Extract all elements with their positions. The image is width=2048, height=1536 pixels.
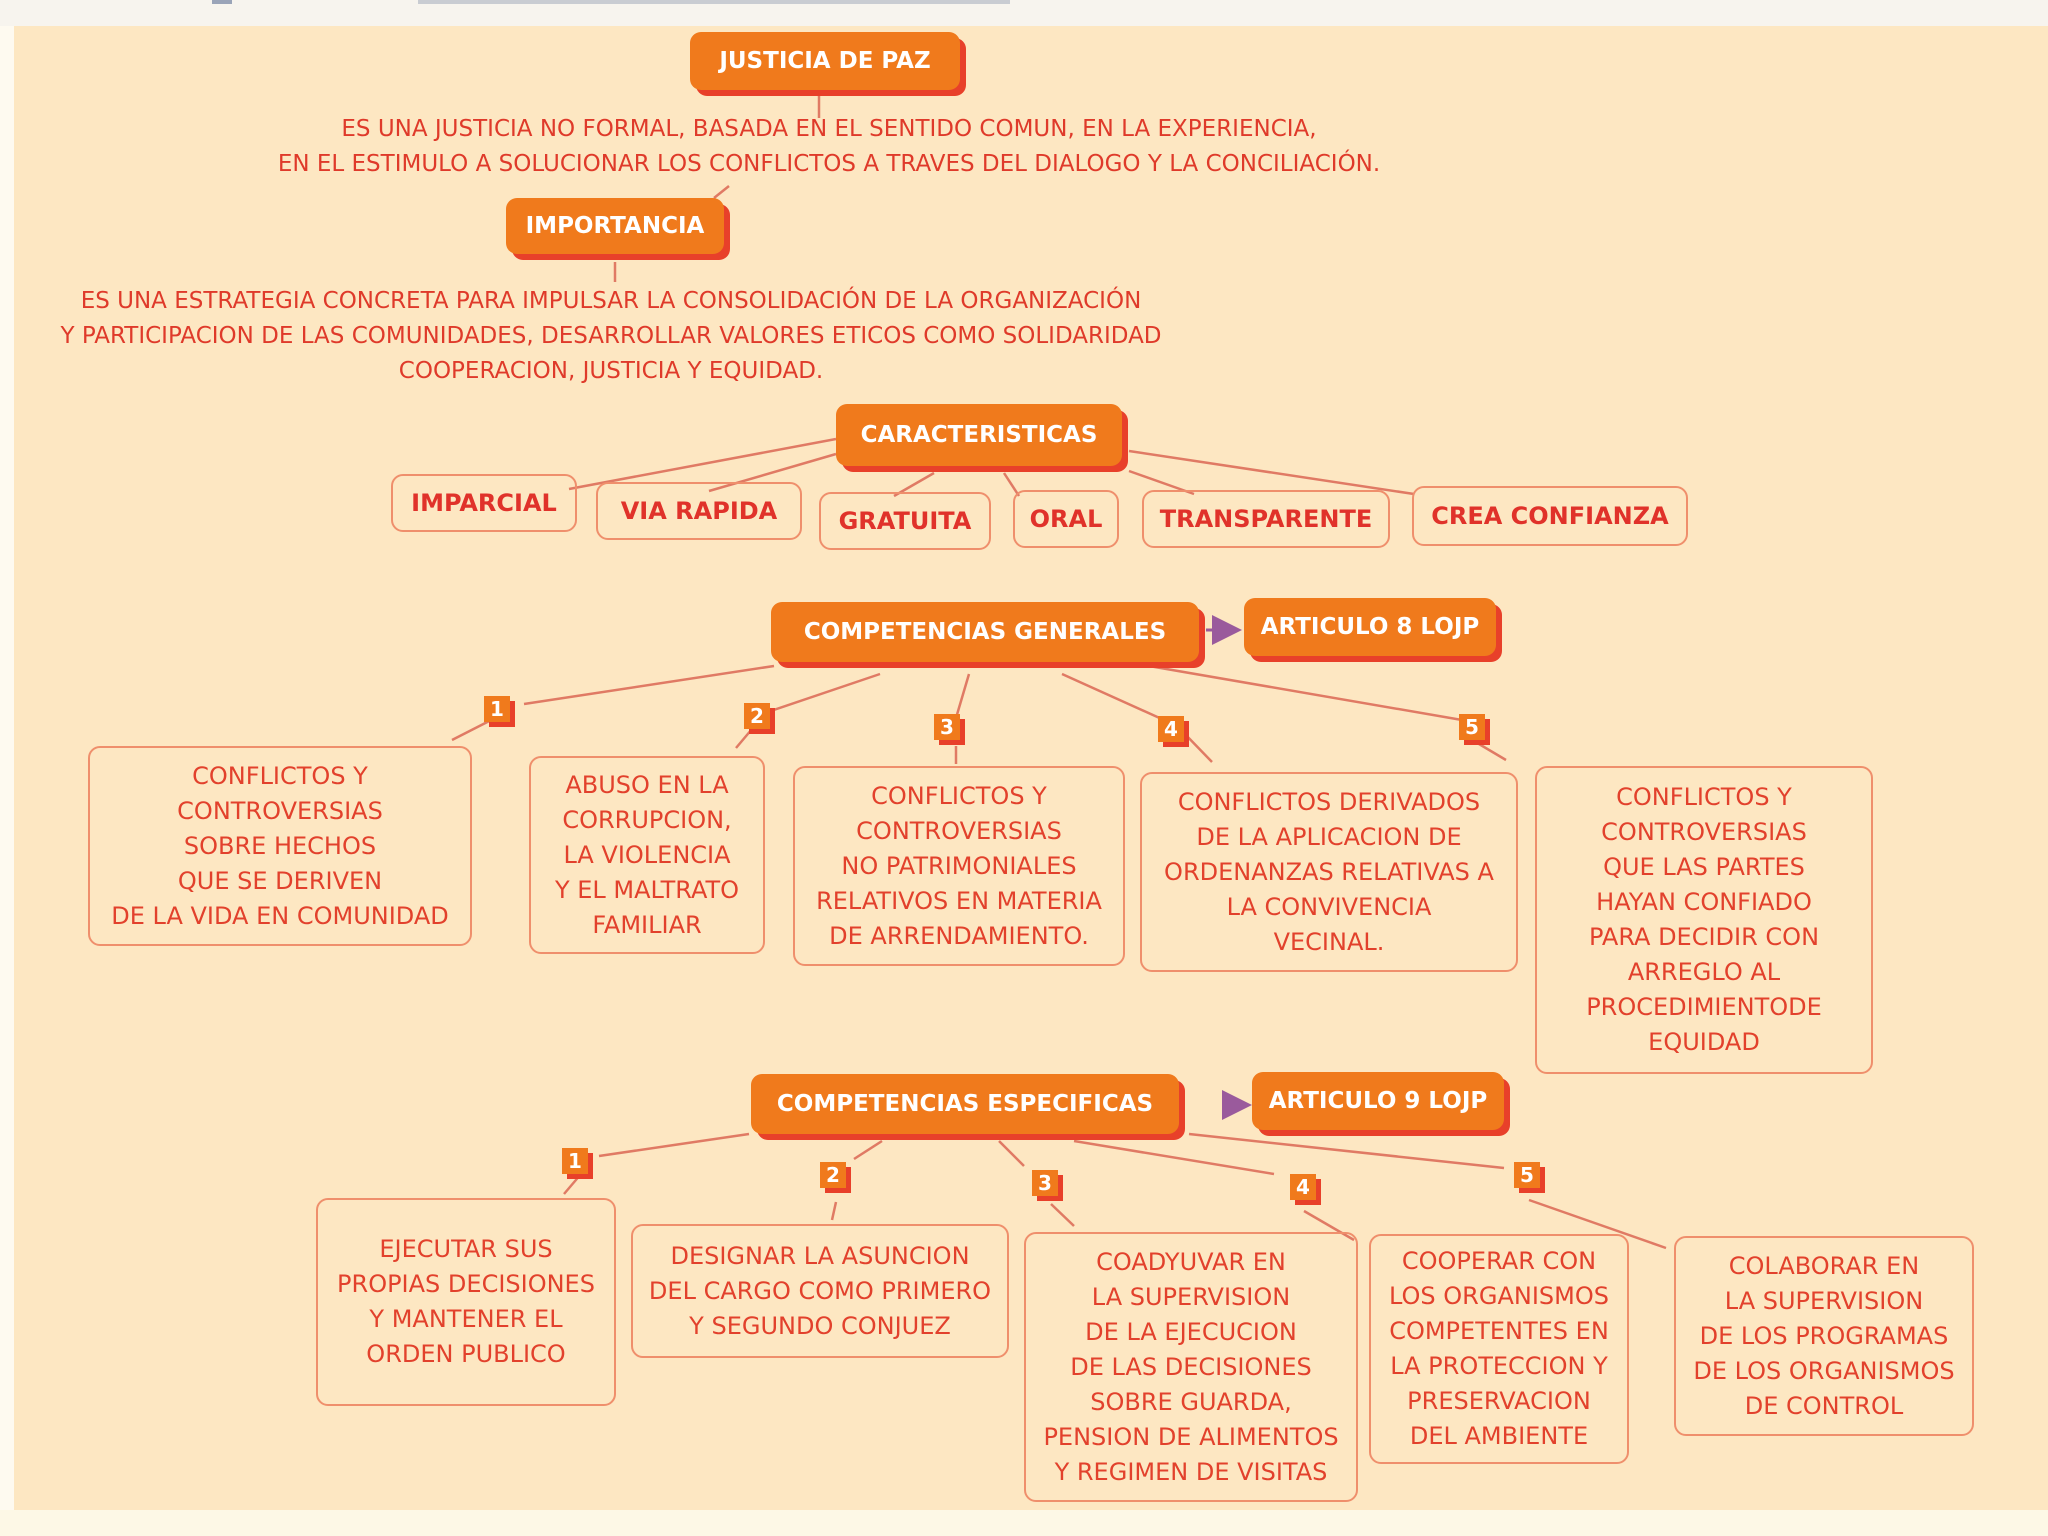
number-badge-1: 1 xyxy=(484,696,510,722)
general-competence-4: CONFLICTOS DERIVADOS DE LA APLICACION DE… xyxy=(1140,772,1518,972)
number-badge-3: 3 xyxy=(1032,1170,1058,1196)
importancia-description: ES UNA ESTRATEGIA CONCRETA PARA IMPULSAR… xyxy=(60,288,1162,384)
chip-imparcial[interactable]: IMPARCIAL xyxy=(391,474,577,532)
toolbar-icon xyxy=(212,0,232,4)
specific-competence-3: COADYUVAR EN LA SUPERVISION DE LA EJECUC… xyxy=(1024,1232,1358,1502)
node-justicia-de-paz[interactable]: JUSTICIA DE PAZ xyxy=(690,32,960,90)
specific-competence-2: DESIGNAR LA ASUNCION DEL CARGO COMO PRIM… xyxy=(631,1224,1009,1358)
chip-crea-confianza[interactable]: CREA CONFIANZA xyxy=(1412,486,1688,546)
node-competencias-especificas[interactable]: COMPETENCIAS ESPECIFICAS xyxy=(751,1074,1179,1134)
node-importancia[interactable]: IMPORTANCIA xyxy=(506,198,724,254)
node-articulo-8-lojp[interactable]: ARTICULO 8 LOJP xyxy=(1244,598,1496,656)
general-competence-2: ABUSO EN LA CORRUPCION, LA VIOLENCIA Y E… xyxy=(529,756,765,954)
number-badge-4: 4 xyxy=(1290,1174,1316,1200)
general-competence-3: CONFLICTOS Y CONTROVERSIAS NO PATRIMONIA… xyxy=(793,766,1125,966)
number-badge-2: 2 xyxy=(744,703,770,729)
chip-oral[interactable]: ORAL xyxy=(1013,490,1119,548)
node-caracteristicas[interactable]: CARACTERISTICAS xyxy=(836,404,1122,466)
specific-competence-5: COLABORAR EN LA SUPERVISION DE LOS PROGR… xyxy=(1674,1236,1974,1436)
specific-competence-1: EJECUTAR SUS PROPIAS DECISIONES Y MANTEN… xyxy=(316,1198,616,1406)
node-articulo-9-lojp[interactable]: ARTICULO 9 LOJP xyxy=(1252,1072,1504,1130)
number-badge-1: 1 xyxy=(562,1148,588,1174)
node-competencias-generales[interactable]: COMPETENCIAS GENERALES xyxy=(771,602,1199,662)
connector-lines xyxy=(451,90,1667,1250)
general-competence-5: CONFLICTOS Y CONTROVERSIAS QUE LAS PARTE… xyxy=(1535,766,1873,1074)
chip-transparente[interactable]: TRANSPARENTE xyxy=(1142,490,1390,548)
chip-gratuita[interactable]: GRATUITA xyxy=(819,492,991,550)
number-badge-5: 5 xyxy=(1514,1162,1540,1188)
specific-competence-4: COOPERAR CON LOS ORGANISMOS COMPETENTES … xyxy=(1369,1234,1629,1464)
browser-top-strip xyxy=(0,0,2048,26)
chip-via-rapida[interactable]: VIA RAPIDA xyxy=(596,482,802,540)
number-badge-5: 5 xyxy=(1459,714,1485,740)
number-badge-2: 2 xyxy=(820,1162,846,1188)
justicia-de-paz-description: ES UNA JUSTICIA NO FORMAL, BASADA EN EL … xyxy=(277,116,1381,177)
concept-map-canvas: JUSTICIA DE PAZ ES UNA JUSTICIA NO FORMA… xyxy=(14,26,2048,1510)
number-badge-4: 4 xyxy=(1158,716,1184,742)
number-badge-3: 3 xyxy=(934,714,960,740)
address-bar xyxy=(418,0,1010,4)
bottom-strip xyxy=(0,1510,2048,1536)
general-competence-1: CONFLICTOS Y CONTROVERSIAS SOBRE HECHOS … xyxy=(88,746,472,946)
